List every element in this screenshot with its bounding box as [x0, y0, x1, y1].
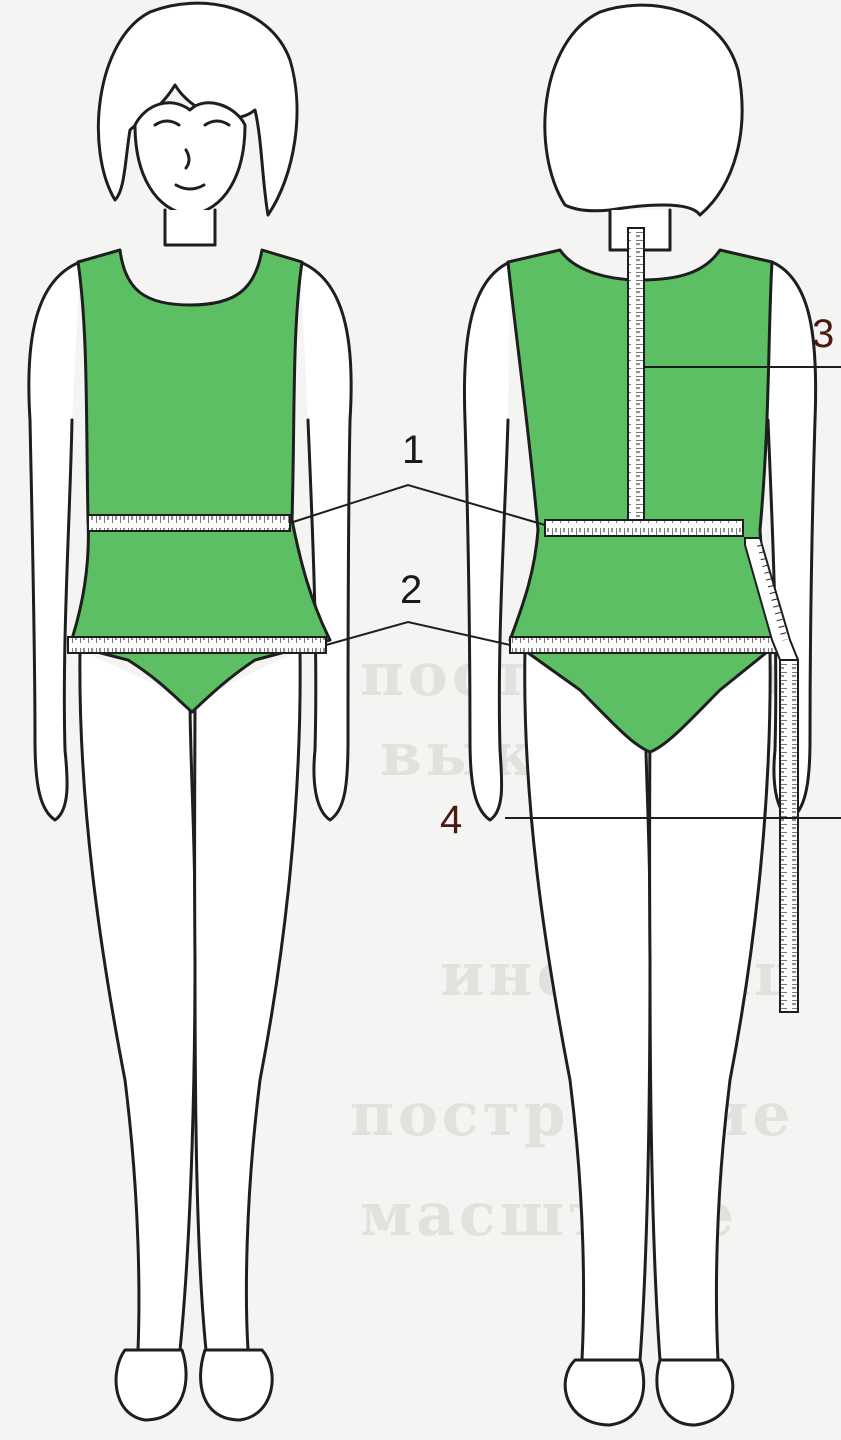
back-right-leg: [650, 650, 771, 1360]
back-hip-tape: [510, 637, 782, 653]
back-waist-tape: [545, 520, 743, 536]
front-right-arm: [300, 262, 351, 820]
back-left-arm: [464, 262, 510, 820]
back-length-tape: [628, 228, 644, 522]
callout-back-length-number: 3: [812, 314, 834, 354]
callout-hips-number: 2: [400, 570, 422, 610]
back-figure: [464, 5, 815, 1425]
front-left-leg: [80, 650, 195, 1350]
callout-waist-number: 1: [402, 430, 424, 470]
callout-skirt-length-number: 4: [440, 800, 462, 840]
back-left-leg: [525, 650, 650, 1360]
front-waist-tape: [88, 515, 290, 531]
front-hip-tape: [68, 637, 326, 653]
back-left-foot: [565, 1360, 643, 1425]
front-figure: [29, 3, 351, 1420]
back-right-foot: [657, 1360, 733, 1425]
back-hair: [545, 5, 742, 215]
front-left-shoe: [116, 1350, 186, 1420]
front-left-arm: [29, 262, 80, 820]
front-right-shoe: [201, 1350, 273, 1420]
front-right-leg: [195, 650, 301, 1350]
